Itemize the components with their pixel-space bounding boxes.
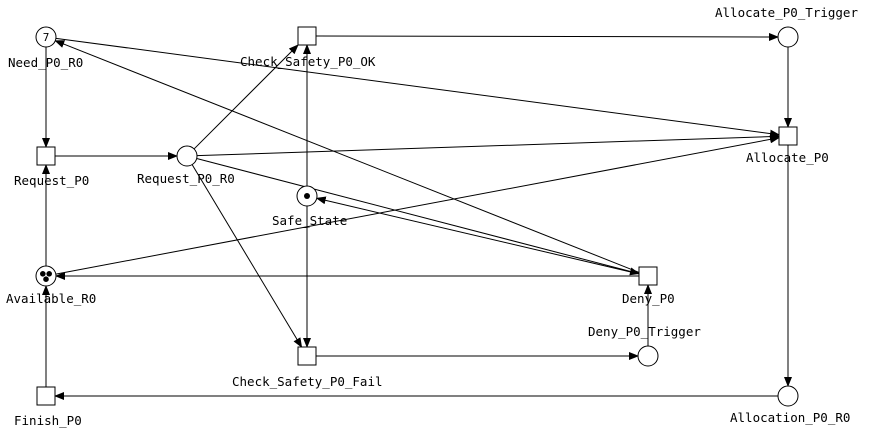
- place-request-p0-r0[interactable]: [176, 145, 198, 167]
- place-allocation-p0-r0[interactable]: [777, 385, 799, 407]
- transition-request-p0[interactable]: [36, 146, 56, 166]
- token-dot: [40, 271, 46, 277]
- transition-box[interactable]: [36, 146, 56, 166]
- arc-check-safety-p0-ok-to-allocate-p0-trigger: [315, 32, 779, 41]
- transition-box[interactable]: [778, 126, 798, 146]
- token-count: 7: [43, 31, 50, 44]
- arc-available-r0-to-allocate-p0: [55, 135, 780, 275]
- token-dot: [43, 276, 49, 283]
- place-label-allocate-p0-trigger: Allocate_P0_Trigger: [715, 5, 858, 20]
- arc-request-p0-r0-to-deny-p0: [196, 158, 640, 276]
- place-deny-p0-trigger[interactable]: [637, 345, 659, 367]
- arc-request-p0-r0-to-allocate-p0: [196, 132, 780, 157]
- place-circle[interactable]: [35, 26, 57, 48]
- place-allocate-p0-trigger[interactable]: [777, 26, 799, 48]
- place-label-request-p0-r0: Request_P0_R0: [137, 171, 235, 186]
- place-label-deny-p0-trigger: Deny_P0_Trigger: [588, 324, 701, 339]
- place-circle[interactable]: [637, 345, 659, 367]
- place-circle[interactable]: [35, 265, 57, 287]
- place-circle[interactable]: [777, 385, 799, 407]
- arc-request-p0-r0-to-check-safety-p0-ok: [193, 44, 299, 150]
- transition-label-request-p0: Request_P0: [14, 173, 89, 188]
- place-circle[interactable]: [777, 26, 799, 48]
- place-safe-state[interactable]: [296, 185, 318, 207]
- token-dot: [46, 271, 52, 277]
- transition-finish-p0[interactable]: [36, 386, 56, 406]
- transition-box[interactable]: [297, 346, 317, 366]
- transition-check-safety-p0-ok[interactable]: [297, 26, 317, 46]
- place-circle[interactable]: [176, 145, 198, 167]
- place-label-safe-state: Safe_State: [272, 213, 347, 228]
- transition-label-deny-p0: Deny_P0: [622, 291, 675, 306]
- place-label-allocation-p0-r0: Allocation_P0_R0: [730, 410, 850, 425]
- transition-label-finish-p0: Finish_P0: [14, 413, 82, 428]
- place-label-available-r0: Available_R0: [6, 291, 96, 306]
- transition-label-check-safety-p0-fail: Check_Safety_P0_Fail: [232, 374, 383, 389]
- arc-deny-p0-to-need-p0-r0: [54, 40, 640, 273]
- transition-check-safety-p0-fail[interactable]: [297, 346, 317, 366]
- transition-deny-p0[interactable]: [638, 266, 658, 286]
- arc-request-p0-r0-to-check-safety-p0-fail: [191, 164, 303, 348]
- transition-allocate-p0[interactable]: [778, 126, 798, 146]
- arc-deny-p0-to-safe-state: [315, 196, 640, 275]
- place-available-r0[interactable]: [35, 265, 57, 287]
- place-label-need-p0-r0: Need_P0_R0: [8, 55, 83, 70]
- transition-label-check-safety-p0-ok: Check_Safety_P0_OK: [240, 54, 376, 69]
- token-dot: [304, 193, 310, 199]
- transition-box[interactable]: [297, 26, 317, 46]
- transition-box[interactable]: [36, 386, 56, 406]
- arc-need-p0-r0-to-allocate-p0: [55, 37, 780, 138]
- transition-box[interactable]: [638, 266, 658, 286]
- place-need-p0-r0[interactable]: 7: [35, 26, 57, 48]
- transition-label-allocate-p0: Allocate_P0: [746, 150, 829, 165]
